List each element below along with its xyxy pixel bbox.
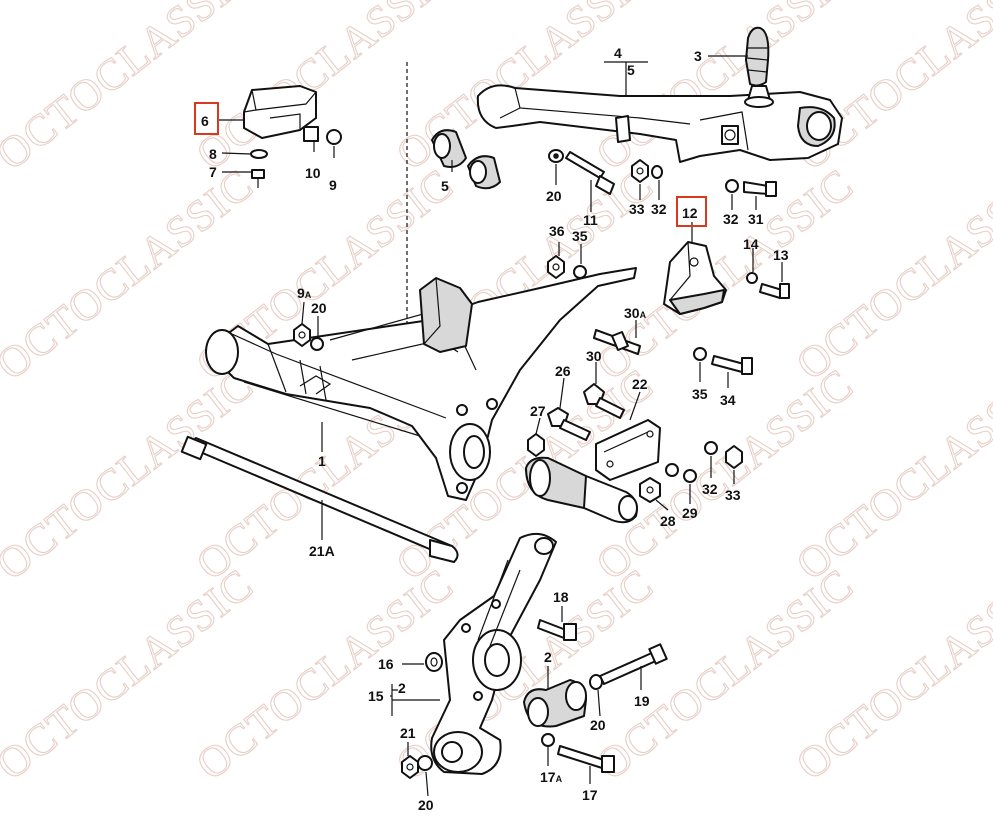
- callout-2: 2: [544, 649, 552, 665]
- callout-11: 11: [583, 212, 598, 228]
- callout-28: 28: [660, 513, 676, 529]
- callout-21: 21: [400, 725, 416, 741]
- callout-17a: 17A: [540, 769, 563, 785]
- callout-21a: 21A: [309, 543, 335, 559]
- part-2-bushing: [523, 679, 587, 728]
- part-26-bolt: [547, 407, 591, 441]
- part-11-bolt: [548, 149, 615, 195]
- part-34-bolt: [693, 347, 753, 375]
- callout-4: 4: [614, 45, 622, 61]
- part-22-plate: [595, 419, 661, 481]
- callout-33-top: 33: [629, 201, 645, 217]
- callout-20-bottom: 20: [418, 797, 434, 813]
- callout-7: 7: [209, 164, 217, 180]
- callout-2-bracket: 2: [398, 680, 406, 696]
- callout-32-right: 32: [723, 211, 739, 227]
- callout-20-top: 20: [546, 188, 562, 204]
- callout-14: 14: [743, 236, 759, 252]
- callout-20-lower: 20: [590, 717, 606, 733]
- part-17-bolt: [557, 745, 615, 773]
- callout-10: 10: [305, 165, 321, 181]
- callout-36: 36: [549, 223, 565, 239]
- part-1-axle-beam: [205, 267, 637, 501]
- part-5-bushings: [431, 129, 501, 190]
- callout-12: 12: [682, 205, 698, 221]
- part-30a-stud: [593, 329, 641, 355]
- callout-35-right: 35: [692, 386, 708, 402]
- callout-33-lower: 33: [725, 487, 741, 503]
- leader-lines: [218, 55, 783, 797]
- highlight-box-6: [194, 102, 219, 135]
- callout-3: 3: [694, 48, 702, 64]
- part-28-33-nuts: [639, 441, 743, 503]
- part-6-mount: [243, 85, 342, 188]
- part-27-nut: [527, 433, 545, 457]
- explode-guide-line: [339, 62, 408, 412]
- callout-8: 8: [209, 146, 217, 162]
- callout-32-lower: 32: [702, 481, 718, 497]
- part-15-spring-plate: [430, 532, 557, 775]
- callout-9a: 9A: [297, 285, 312, 301]
- callout-5: 5: [441, 178, 449, 194]
- part-30-bolt: [583, 383, 625, 419]
- part-20-washers-lower: [417, 674, 603, 771]
- callout-26: 26: [555, 363, 571, 379]
- part-18-bolt: [537, 619, 577, 641]
- part-16-washer: [425, 652, 443, 672]
- callout-29: 29: [682, 505, 698, 521]
- part-19-long-bolt: [599, 643, 668, 685]
- callout-19: 19: [634, 693, 650, 709]
- callout-13: 13: [773, 247, 789, 263]
- callout-22: 22: [632, 376, 648, 392]
- callout-20-left: 20: [311, 300, 327, 316]
- callout-5-top: 5: [627, 62, 635, 78]
- part-21a-torsion-bar: [180, 435, 459, 563]
- callout-18: 18: [553, 589, 569, 605]
- callout-30: 30: [586, 348, 602, 364]
- callout-35-top: 35: [572, 228, 588, 244]
- callout-34: 34: [720, 392, 736, 408]
- callout-labels: 6 8 7 10 9 4 5 3 5 20 11 33 32 32 31 12 …: [201, 45, 789, 813]
- callout-1: 1: [318, 453, 326, 469]
- callout-31: 31: [748, 211, 764, 227]
- callout-17: 17: [582, 787, 598, 803]
- part-21-nut: [401, 755, 419, 779]
- callout-15: 15: [368, 688, 384, 704]
- part-12-bracket: [663, 241, 790, 315]
- callout-32-top: 32: [651, 201, 667, 217]
- callout-16: 16: [378, 656, 394, 672]
- part-3-bump-stop: [744, 26, 774, 108]
- callout-30a: 30A: [624, 305, 647, 321]
- part-4-crossmember: [476, 84, 843, 163]
- highlight-box-12: [676, 196, 707, 227]
- part-33-32-nuts-top: [631, 159, 777, 197]
- callout-27: 27: [530, 403, 546, 419]
- part-bushing-sleeve: [525, 456, 638, 524]
- callout-6: 6: [201, 113, 209, 129]
- callout-9: 9: [329, 177, 337, 193]
